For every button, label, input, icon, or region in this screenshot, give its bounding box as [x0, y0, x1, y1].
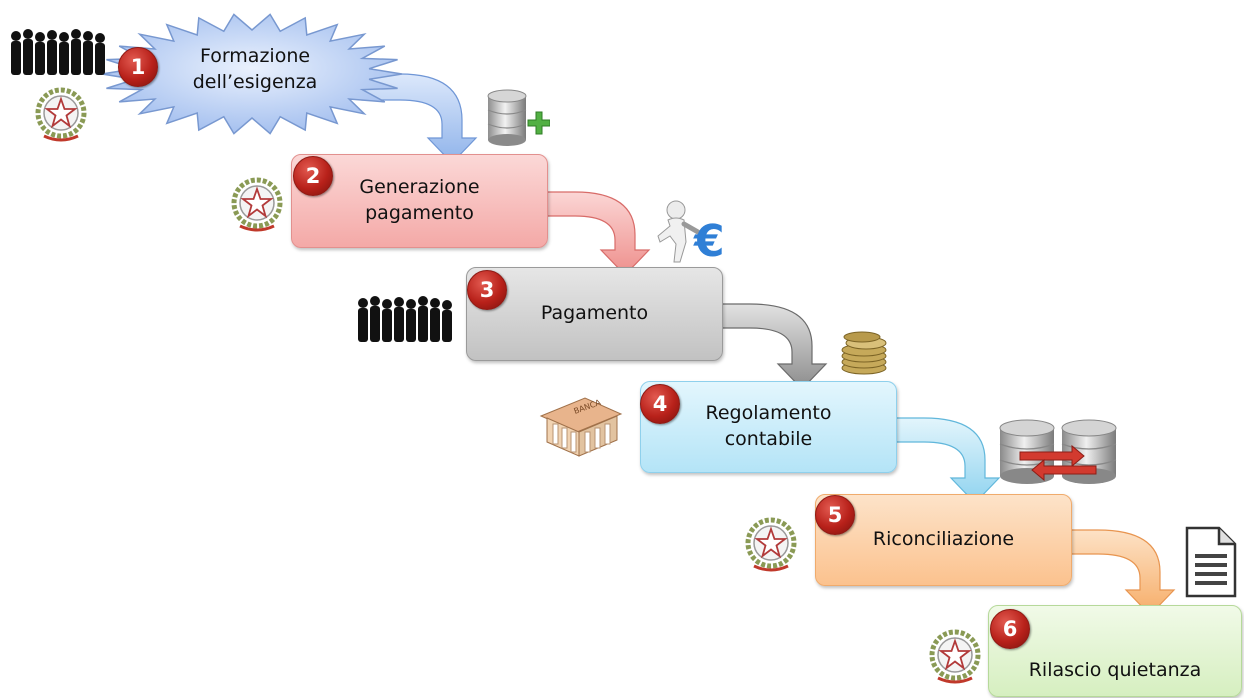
- step-4-label: Regolamento contabile: [705, 402, 832, 450]
- svg-text:€: €: [693, 216, 725, 266]
- step-4-box: Regolamento contabile: [640, 381, 897, 473]
- step-2-label: Generazione pagamento: [359, 176, 480, 224]
- emblem-icon: [35, 87, 87, 142]
- people-icon: [11, 29, 105, 75]
- document-icon: [1185, 526, 1237, 598]
- arrow-5-to-6: [1061, 529, 1176, 616]
- step-5-badge: 5: [815, 495, 855, 535]
- step-2-box: Generazione pagamento: [291, 154, 548, 248]
- emblem-icon: [231, 177, 283, 232]
- arrow-4-to-5: [887, 417, 1001, 504]
- step-1-label: Formazione dell’esigenza: [192, 45, 318, 93]
- person-euro-icon: €: [657, 200, 725, 266]
- step-4-badge: 4: [640, 384, 680, 424]
- step-2-badge: 2: [293, 156, 333, 196]
- step-6-badge: 6: [990, 609, 1030, 649]
- databases-sync-icon: [999, 419, 1117, 484]
- step-5-box: Riconciliazione: [815, 494, 1072, 586]
- step-5-label: Riconciliazione: [872, 528, 1015, 551]
- emblem-icon: [929, 629, 981, 684]
- arrow-1-to-2: [361, 73, 478, 164]
- step-6-box: Rilascio quietanza: [988, 605, 1242, 697]
- database-add-icon: [487, 89, 550, 146]
- emblem-icon: [745, 517, 797, 572]
- coins-icon: [841, 331, 887, 375]
- people-icon: [358, 296, 452, 342]
- arrow-2-to-3: [537, 191, 651, 276]
- arrow-3-to-4: [711, 303, 828, 390]
- step-3-label: Pagamento: [540, 302, 649, 325]
- bank-icon: BANCA: [539, 397, 623, 457]
- step-6-label: Rilascio quietanza: [1028, 659, 1202, 682]
- step-3-badge: 3: [467, 270, 507, 310]
- step-3-box: Pagamento: [466, 267, 723, 361]
- step-1-badge: 1: [118, 47, 158, 87]
